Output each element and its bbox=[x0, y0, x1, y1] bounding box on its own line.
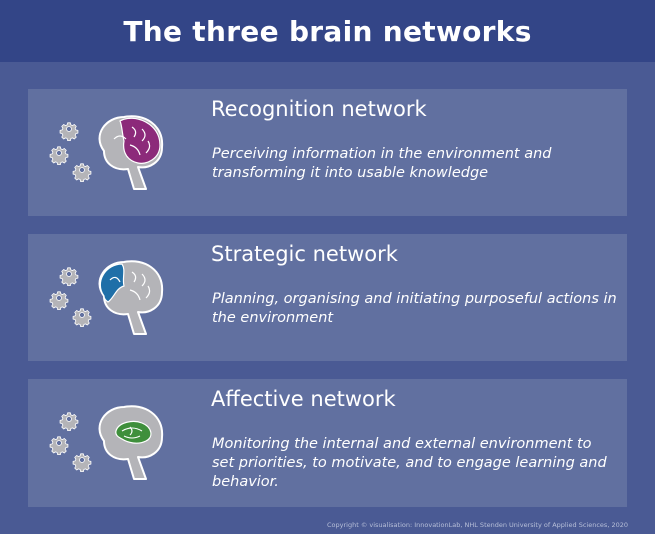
brain-gears-icon bbox=[49, 115, 164, 190]
network-description: Planning, organising and initiating purp… bbox=[212, 291, 617, 326]
network-card-recognition: Recognition network Perceiving informati… bbox=[28, 89, 627, 216]
brain-gears-icon bbox=[49, 405, 164, 480]
network-description: Monitoring the internal and external env… bbox=[212, 436, 607, 490]
network-description: Perceiving information in the environmen… bbox=[212, 146, 552, 181]
brain-gears-icon bbox=[49, 260, 164, 335]
network-title: Strategic network bbox=[211, 242, 398, 266]
network-card-affective: Affective network Monitoring the interna… bbox=[28, 379, 627, 507]
copyright-footer: Copyright © visualisation: InnovationLab… bbox=[327, 521, 628, 529]
header-bar: The three brain networks bbox=[0, 0, 655, 62]
network-card-strategic: Strategic network Planning, organising a… bbox=[28, 234, 627, 361]
page-title: The three brain networks bbox=[123, 14, 532, 48]
network-title: Affective network bbox=[211, 387, 396, 411]
network-title: Recognition network bbox=[211, 97, 427, 121]
